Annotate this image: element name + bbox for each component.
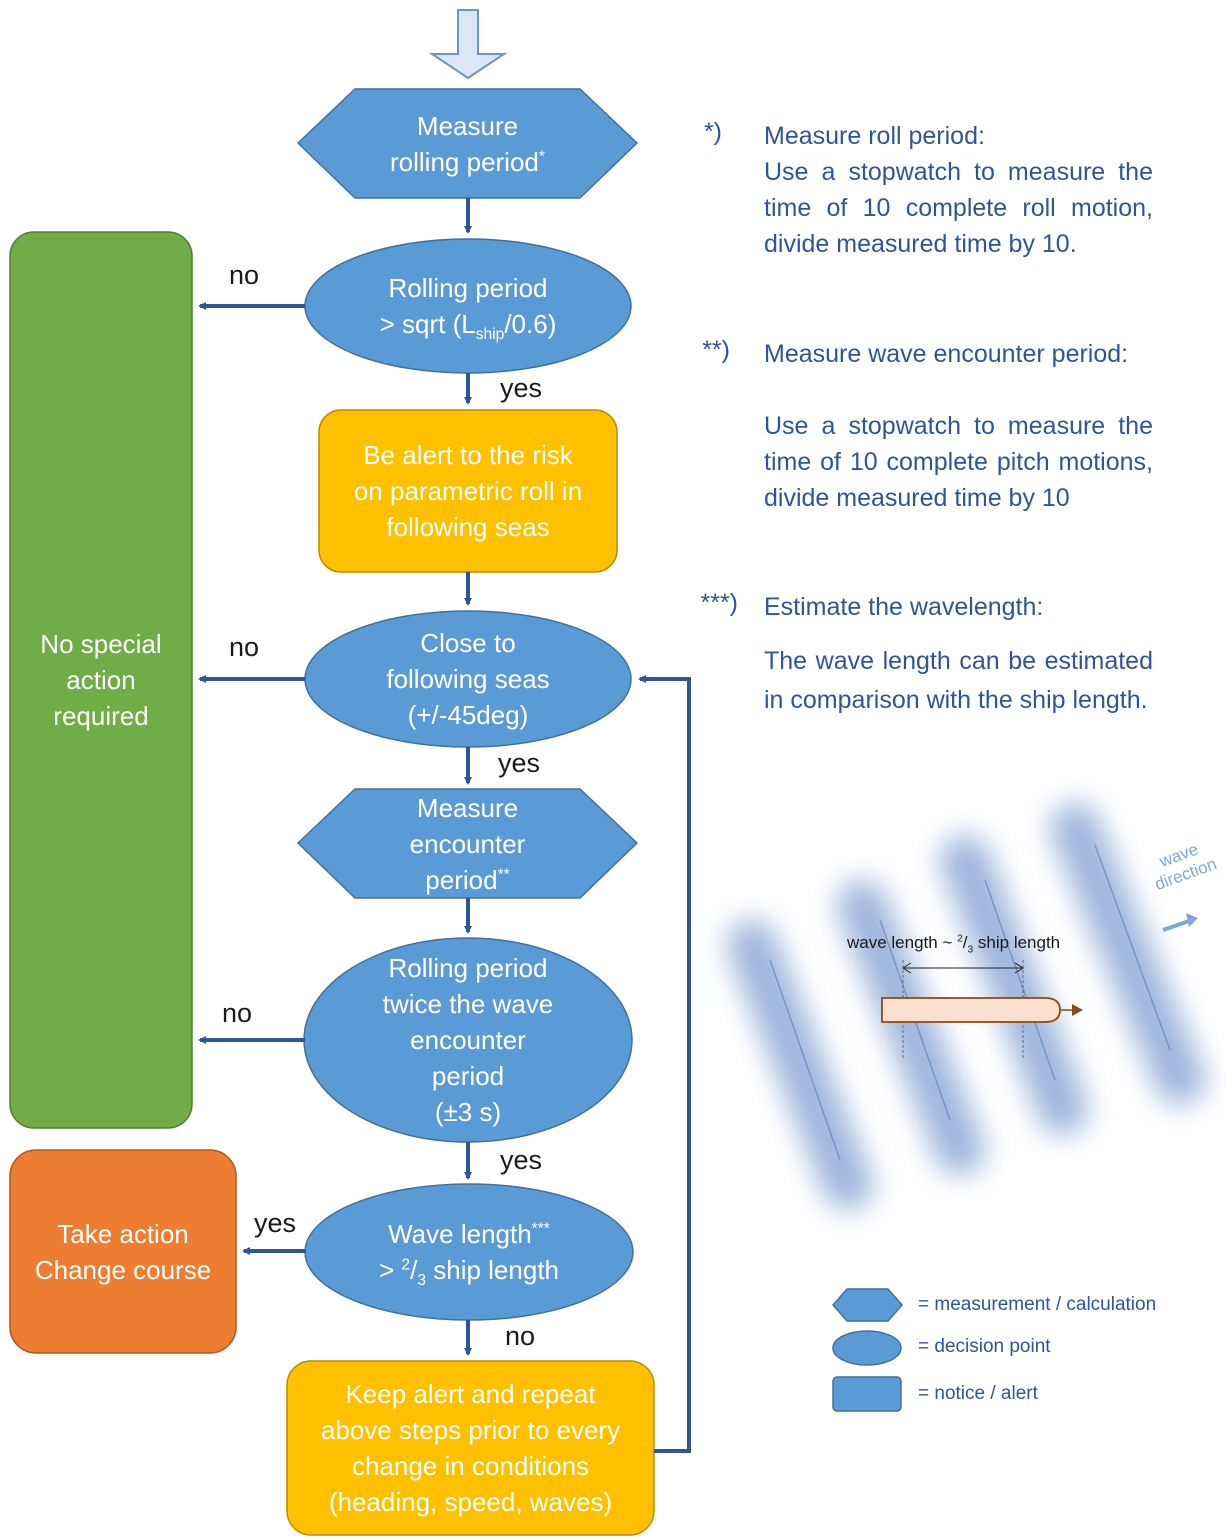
- wave-crest: [727, 920, 873, 1210]
- wavelength-label: wave length ~ 2/3 ship length: [847, 933, 1061, 956]
- note3-marker: ***): [700, 589, 738, 617]
- measure-encounter-hexagon: [296, 788, 639, 899]
- edge-label-yes: yes: [500, 1145, 543, 1175]
- rolling-period-text: Rolling period > sqrt (Lship/0.6): [379, 273, 557, 344]
- wave-crest: [940, 835, 1088, 1135]
- wave-length-text: Wave length*** > 2/3 ship length: [378, 1219, 559, 1290]
- edge-label-yes: yes: [498, 748, 541, 778]
- legend-decision-label: = decision point: [918, 1336, 1051, 1357]
- wave-crest: [1050, 803, 1205, 1105]
- legend-measurement-label: = measurement / calculation: [918, 1294, 1157, 1315]
- no-special-action-text: No special action required: [40, 629, 162, 731]
- note3-title: Estimate the wavelength:: [764, 593, 1044, 621]
- following-seas-text: Close to following seas (+/-45deg): [386, 628, 550, 730]
- note1-body: Use a stopwatch to measure the time of 1…: [764, 158, 1153, 258]
- loop-back-connector: [638, 675, 691, 1453]
- edge-label-no: no: [505, 1321, 536, 1351]
- wave-illustration: [727, 803, 1205, 1210]
- measure-rolling-text: Measure rolling period*: [390, 110, 545, 177]
- keep-alert-text: Keep alert and repeat above steps prior …: [320, 1379, 621, 1517]
- measure-encounter-text: Measure encounter period**: [409, 792, 526, 895]
- legend-hexagon-icon: [832, 1288, 903, 1322]
- no-special-action-box: [9, 231, 193, 1129]
- legend-ellipse-icon: [832, 1330, 902, 1366]
- note1-marker: *): [703, 118, 722, 146]
- edge-label-yes: yes: [500, 373, 543, 403]
- edge-label-no: no: [229, 260, 260, 290]
- measure-rolling-hexagon: [296, 88, 639, 199]
- edge-label-yes: yes: [254, 1208, 297, 1238]
- take-action-text: Take action Change course: [34, 1218, 212, 1285]
- legend-notice-label: = notice / alert: [918, 1383, 1038, 1404]
- legend-rect-icon: [832, 1376, 902, 1412]
- note1-title: Measure roll period:: [764, 122, 985, 150]
- keep-alert-box: [286, 1360, 655, 1536]
- wave-crest: [837, 880, 985, 1175]
- edge-label-no: no: [229, 632, 260, 662]
- wave-direction-arrow: [1162, 918, 1193, 932]
- note2-marker: **): [702, 336, 730, 364]
- note3-body: The wave length can be estimated in comp…: [764, 647, 1153, 714]
- ship-shape: [881, 997, 1061, 1023]
- parametric-roll-alert-text: Be alert to the risk on parametric roll …: [353, 440, 583, 542]
- take-action-box: [9, 1149, 237, 1354]
- twice-encounter-text: Rolling period twice the wave encounter …: [382, 953, 554, 1127]
- start-arrow: [428, 9, 508, 80]
- note2-body: Use a stopwatch to measure the time of 1…: [764, 412, 1153, 512]
- note2-title: Measure wave encounter period:: [764, 340, 1129, 368]
- edge-label-no: no: [222, 998, 253, 1028]
